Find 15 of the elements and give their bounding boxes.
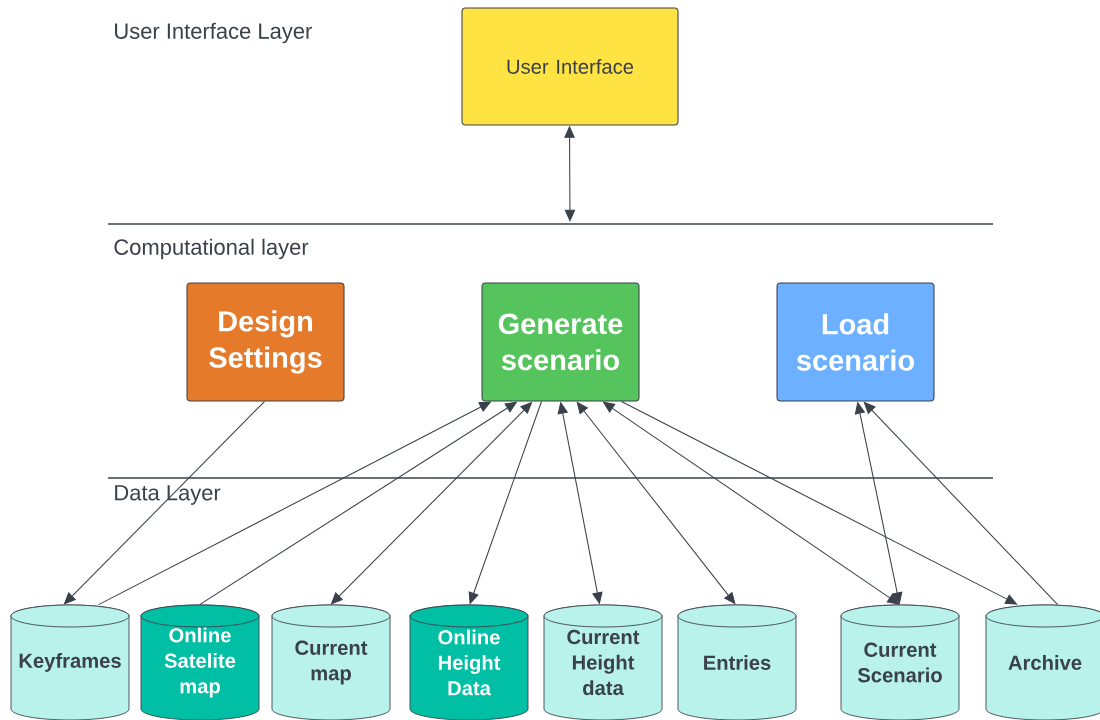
database-cylinder: Entries [677,604,797,720]
database-cylinder: Keyframes [10,604,130,720]
arrow [863,401,1059,606]
database-cylinder: Online Height Data [409,604,529,720]
process-box: User Interface [461,7,679,126]
database-cylinder: Online Satelite map [140,604,260,720]
layer-label: User Interface Layer [115,22,312,44]
database-cylinder: Current Height data [543,604,663,720]
process-box: Design Settings [186,282,345,402]
database-cylinder: Current map [271,604,391,720]
database-cylinder: Archive [985,604,1100,720]
process-box: Load scenario [776,282,935,402]
database-cylinder: Current Scenario [840,604,960,720]
layer-label: Computational layer [114,238,309,260]
process-box: Generate scenario [481,282,640,402]
